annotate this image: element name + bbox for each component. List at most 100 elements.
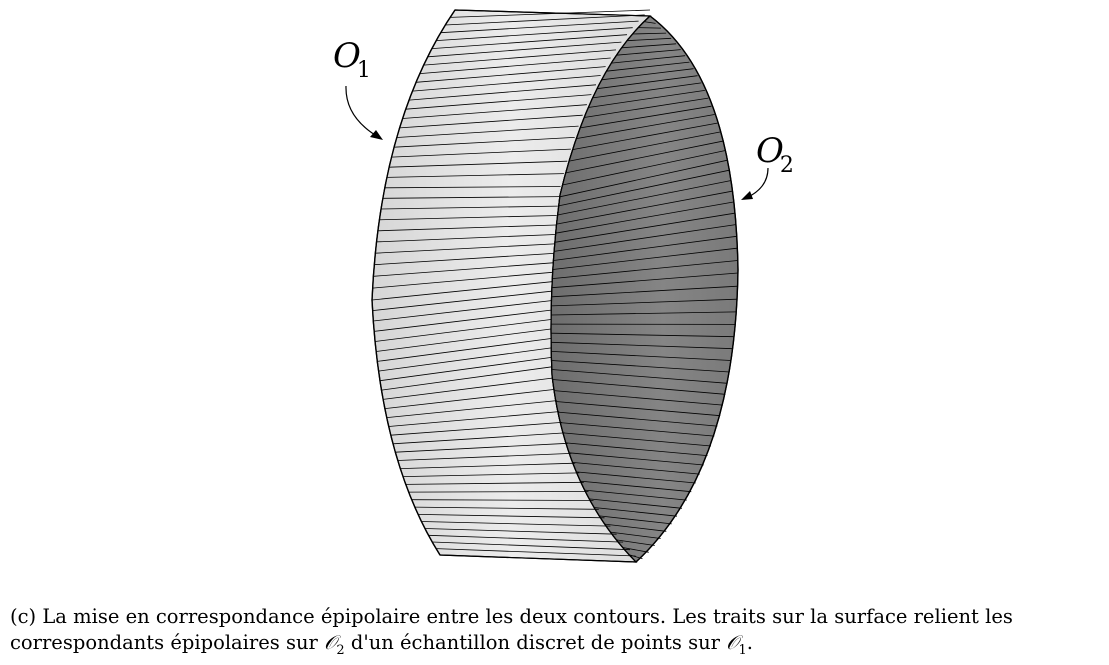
outer-correspondence-line	[427, 41, 622, 58]
outer-correspondence-line	[375, 319, 552, 342]
outer-correspondence-line	[436, 27, 633, 41]
outer-correspondence-lines	[371, 9, 651, 557]
outer-correspondence-line	[379, 215, 557, 221]
inner-correspondence-line	[569, 452, 704, 466]
arrowhead-o1	[370, 130, 383, 140]
outer-correspondence-line	[405, 481, 584, 485]
inner-correspondence-line	[576, 114, 715, 139]
inner-correspondence-line	[604, 523, 667, 532]
outer-correspondence-line	[412, 75, 601, 92]
inner-correspondence-line	[589, 498, 683, 509]
epipolar-ring-diagram: O1 O2	[333, 9, 794, 563]
outer-correspondence-line	[373, 300, 552, 322]
outer-correspondence-line	[408, 491, 589, 493]
outer-correspondence-line	[419, 57, 611, 74]
outer-correspondence-line	[374, 309, 552, 332]
inner-correspondence-line	[554, 212, 735, 243]
inner-correspondence-line	[550, 332, 735, 338]
inner-correspondence-line	[632, 32, 667, 35]
outer-correspondence-line	[390, 422, 562, 436]
outer-correspondence-line	[384, 186, 561, 189]
label-o2: O2	[756, 131, 794, 178]
inner-correspondence-line	[551, 369, 728, 384]
outer-correspondence-line	[375, 243, 555, 254]
inner-correspondence-line	[610, 531, 661, 539]
inner-correspondence-line	[616, 539, 655, 546]
inner-correspondence-line	[562, 150, 725, 186]
inner-correspondence-line	[621, 43, 677, 49]
caption-line-2-suffix: .	[746, 631, 753, 654]
inner-correspondence-line	[551, 272, 739, 289]
outer-correspondence-line	[431, 34, 628, 49]
inner-correspondence-line	[638, 27, 662, 29]
outer-correspondence-line	[384, 389, 555, 409]
inner-correspondence-line	[553, 235, 737, 261]
inner-correspondence-line	[601, 68, 694, 81]
outer-correspondence-line	[371, 281, 552, 301]
outer-correspondence-line	[372, 290, 552, 311]
bottom-edge	[439, 554, 637, 563]
outer-correspondence-line	[386, 400, 557, 418]
inner-correspondence-line	[594, 507, 678, 517]
svg-text:O1: O1	[333, 36, 371, 83]
outer-correspondence-line	[394, 137, 575, 148]
outer-correspondence-line	[376, 234, 556, 243]
outer-correspondence-line	[395, 442, 568, 453]
inner-correspondence-line	[555, 401, 721, 417]
outer-correspondence-line	[383, 377, 554, 400]
outer-correspondence-line	[379, 357, 552, 382]
outer-correspondence-line	[436, 548, 637, 557]
inner-correspondence-line	[643, 21, 656, 24]
inner-correspondence-line	[626, 37, 672, 42]
inner-contour-o2	[635, 15, 739, 563]
outer-correspondence-line	[372, 271, 553, 289]
inner-correspondence-line	[611, 55, 686, 64]
inner-correspondence-line	[551, 360, 730, 373]
inner-correspondence-line	[551, 285, 738, 298]
outer-correspondence-line	[396, 125, 579, 138]
figure-caption: (c) La mise en correspondance épipolaire…	[10, 604, 1105, 664]
outer-correspondence-line	[391, 148, 571, 158]
outer-correspondence-line	[424, 528, 617, 535]
ring-edge	[550, 15, 651, 563]
inner-correspondence-line	[596, 75, 698, 90]
outer-correspondence-line	[373, 262, 553, 277]
outer-correspondence-line	[376, 328, 552, 352]
inner-correspondence-line	[584, 97, 709, 118]
outer-correspondence-line	[402, 472, 580, 477]
caption-line-2-prefix: correspondants épipolaires sur	[10, 631, 325, 654]
outer-correspondence-line	[377, 338, 552, 362]
inner-correspondence-line	[572, 122, 718, 150]
inner-correspondence-line	[599, 515, 672, 525]
outer-contour-o1	[371, 9, 456, 556]
outer-correspondence-line	[414, 506, 599, 510]
inner-correspondence-line	[559, 159, 727, 198]
inner-correspondence-line	[572, 462, 700, 475]
inner-correspondence-line	[552, 260, 738, 279]
outer-correspondence-line	[399, 114, 583, 129]
inner-correspondence-line	[562, 432, 712, 447]
outer-correspondence-line	[432, 541, 631, 551]
symbol-o2: 𝒪2	[324, 631, 345, 658]
outer-correspondence-line	[377, 224, 556, 232]
inner-correspondence-line	[558, 169, 729, 207]
inner-correspondence-line	[565, 442, 708, 456]
inner-correspondence-line	[622, 547, 649, 553]
inner-correspondence-line	[554, 390, 723, 406]
label-o1: O1	[333, 36, 371, 83]
inner-correspondence-line	[588, 90, 705, 108]
outer-correspondence-line	[389, 160, 568, 168]
inner-correspondence-line	[576, 471, 696, 484]
symbol-o1: 𝒪1	[726, 631, 747, 658]
outer-correspondence-line	[381, 366, 552, 391]
inner-correspondence-line	[552, 379, 726, 395]
outer-correspondence-line	[378, 347, 552, 372]
inner-correspondence-line	[554, 224, 736, 252]
inner-correspondence-line	[565, 140, 723, 174]
outer-correspondence-line	[421, 521, 611, 527]
inner-correspondence-line	[584, 489, 687, 501]
outer-correspondence-line	[418, 514, 605, 519]
outer-correspondence-line	[386, 173, 564, 178]
inner-correspondence-line	[606, 61, 690, 72]
outer-correspondence-line	[423, 49, 617, 66]
